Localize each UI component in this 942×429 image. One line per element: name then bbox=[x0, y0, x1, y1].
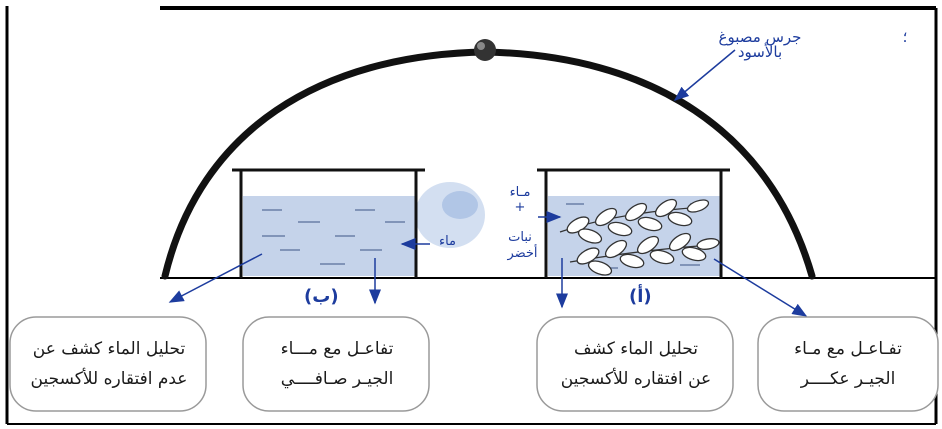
bell-label-arrow bbox=[673, 49, 736, 101]
bell-knob bbox=[474, 39, 496, 61]
corner-mark: ؛ bbox=[902, 28, 908, 46]
result-box-2-line-1: تفاعـل مع مـــاء bbox=[280, 339, 394, 359]
container-a-diagonal-arrow bbox=[713, 258, 808, 317]
bell-label: جرس مصبوغ بالأسود bbox=[718, 28, 802, 61]
result-box-4 bbox=[757, 316, 939, 412]
container-b-diagonal-arrow bbox=[168, 253, 263, 303]
plant-sprig-lower bbox=[569, 232, 720, 276]
result-box-1 bbox=[9, 316, 207, 412]
result-box-3-line-2: عن افتقاره للأكسجين bbox=[560, 369, 712, 389]
setup-b-letter: (ب) bbox=[304, 286, 339, 307]
container-a-contents-plant: نبات bbox=[508, 230, 532, 245]
result-box-1-text: تحليل الماء كشف عن عدم افتقاره للأكسجين bbox=[14, 334, 204, 394]
container-a-contents-water: مـاء bbox=[509, 185, 531, 200]
result-box-2-line-2: الجيـر صـافــــي bbox=[280, 369, 394, 389]
setup-a-letter: (أ) bbox=[629, 286, 652, 307]
result-box-3-line-1: تحليل الماء كشف bbox=[574, 339, 698, 359]
plant-sprig-upper bbox=[559, 198, 710, 244]
result-box-2-text: تفاعـل مع مـــاء الجيـر صـافــــي bbox=[247, 334, 427, 394]
result-box-4-line-1: تفـاعـل مع مـاء bbox=[794, 339, 902, 359]
container-a-contents-green: أخضر bbox=[507, 246, 538, 261]
container-b-water-lines bbox=[262, 209, 405, 265]
result-box-2 bbox=[242, 316, 430, 412]
result-box-4-text: تفـاعـل مع مـاء الجيـر عكــــر bbox=[762, 334, 934, 394]
container-a-contents-plus: + bbox=[514, 200, 526, 215]
result-box-4-line-2: الجيـر عكــــر bbox=[800, 369, 896, 389]
result-box-1-line-2: عدم افتقاره للأكسجين bbox=[30, 369, 188, 389]
result-box-3 bbox=[536, 316, 734, 412]
background-blob-core bbox=[442, 191, 478, 219]
container-b-water-label: ماء bbox=[438, 234, 457, 249]
bell-knob-shine bbox=[477, 42, 485, 50]
result-box-3-text: تحليل الماء كشف عن افتقاره للأكسجين bbox=[541, 334, 731, 394]
result-box-1-line-1: تحليل الماء كشف عن bbox=[32, 339, 186, 359]
